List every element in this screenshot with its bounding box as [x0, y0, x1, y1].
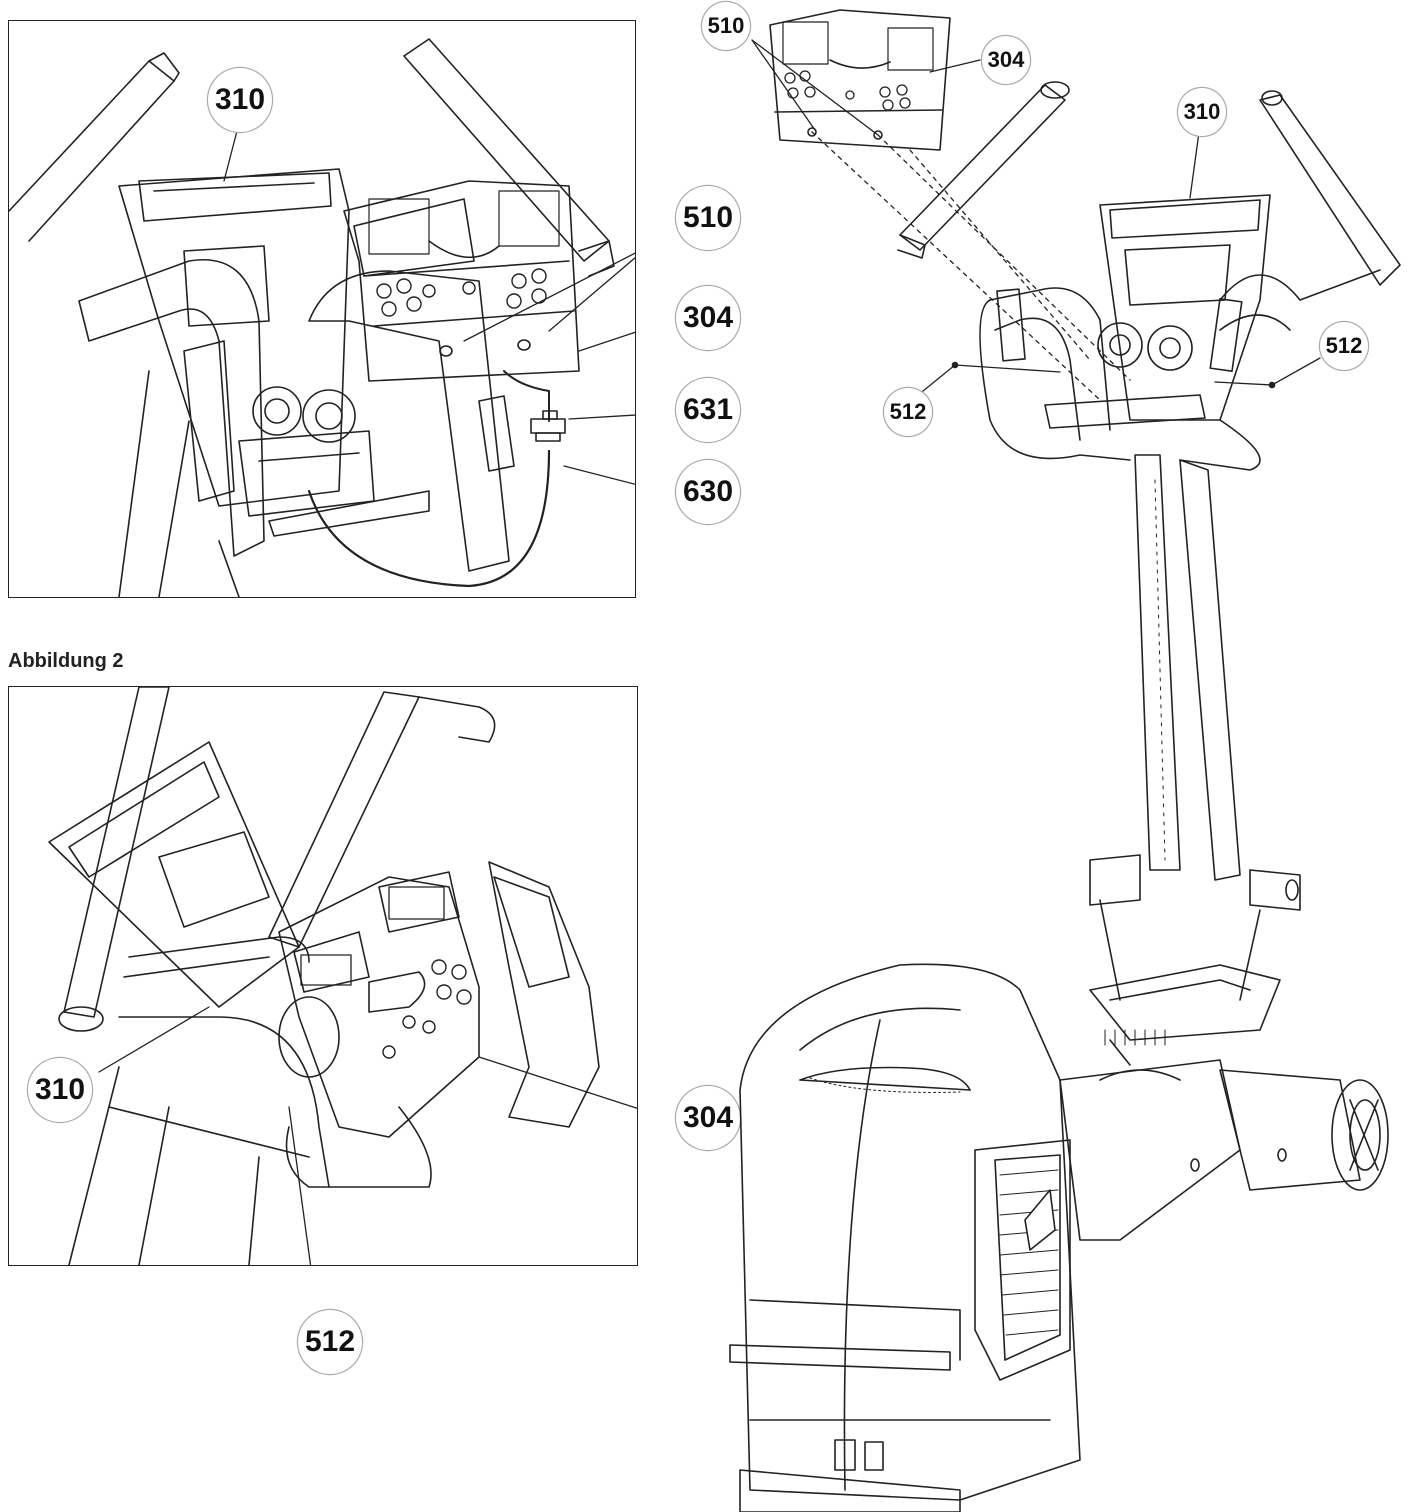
callout-304: 304: [982, 36, 1030, 84]
callout-510: 510: [676, 186, 740, 250]
figure-1-panel: [8, 20, 636, 598]
callout-304: 304: [676, 1086, 740, 1150]
machine-overview-drawing: [729, 9, 1401, 1512]
figure-1-drawing: [9, 38, 635, 597]
callout-630: 630: [676, 460, 740, 524]
callout-631: 631: [676, 378, 740, 442]
callout-304: 304: [676, 286, 740, 350]
figure-2-panel: [8, 686, 638, 1266]
callout-510: 510: [702, 2, 750, 50]
figure-2-drawing: [48, 687, 637, 1265]
callout-310: 310: [1178, 88, 1226, 136]
callout-310: 310: [28, 1058, 92, 1122]
figure-2-heading: Abbildung 2: [8, 650, 124, 672]
callout-512-right: 512: [1320, 322, 1368, 370]
callout-512: 512: [298, 1310, 362, 1374]
callout-512-left: 512: [884, 388, 932, 436]
callout-310: 310: [208, 68, 272, 132]
